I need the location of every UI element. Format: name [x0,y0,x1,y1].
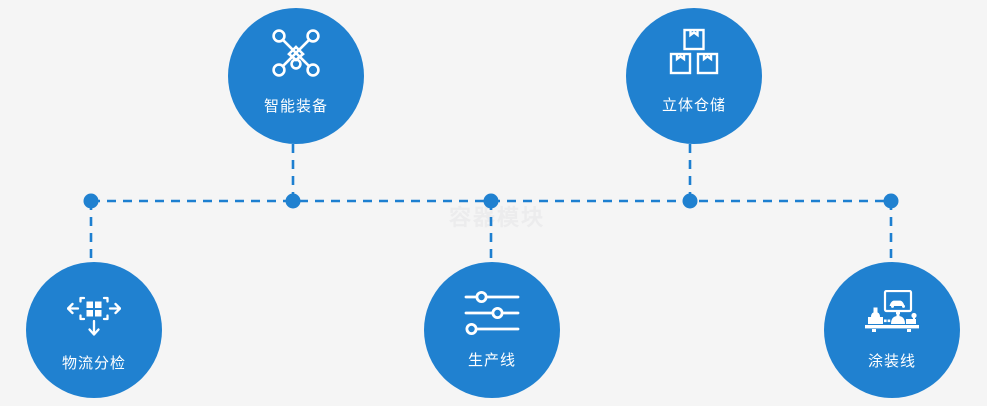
junction-dot-3 [483,193,499,209]
node-label-painting-line: 涂装线 [867,352,916,370]
network-nodes-icon [270,27,322,79]
paint-booth-icon [863,289,921,336]
node-logistics-sorting[interactable]: 物流分检 [26,262,162,398]
junction-dot-4 [682,193,698,209]
node-vertical-storage[interactable]: 立体仓储 [626,8,762,144]
sorting-arrows-icon [66,288,122,338]
sliders-icon [464,290,520,335]
node-label-intelligent-equipment: 智能装备 [263,97,328,115]
node-label-production-line: 生产线 [467,351,516,369]
junction-dot-5 [883,193,899,209]
watermark-text: 容器模块 [448,205,545,230]
node-intelligent-equipment[interactable]: 智能装备 [228,8,364,144]
stacked-boxes-icon [668,28,720,78]
node-label-vertical-storage: 立体仓储 [661,96,726,114]
node-painting-line[interactable]: 涂装线 [824,262,960,398]
node-label-logistics-sorting: 物流分检 [61,354,126,372]
junction-dot-1 [83,193,99,209]
node-production-line[interactable]: 生产线 [424,262,560,398]
junction-dot-2 [285,193,301,209]
